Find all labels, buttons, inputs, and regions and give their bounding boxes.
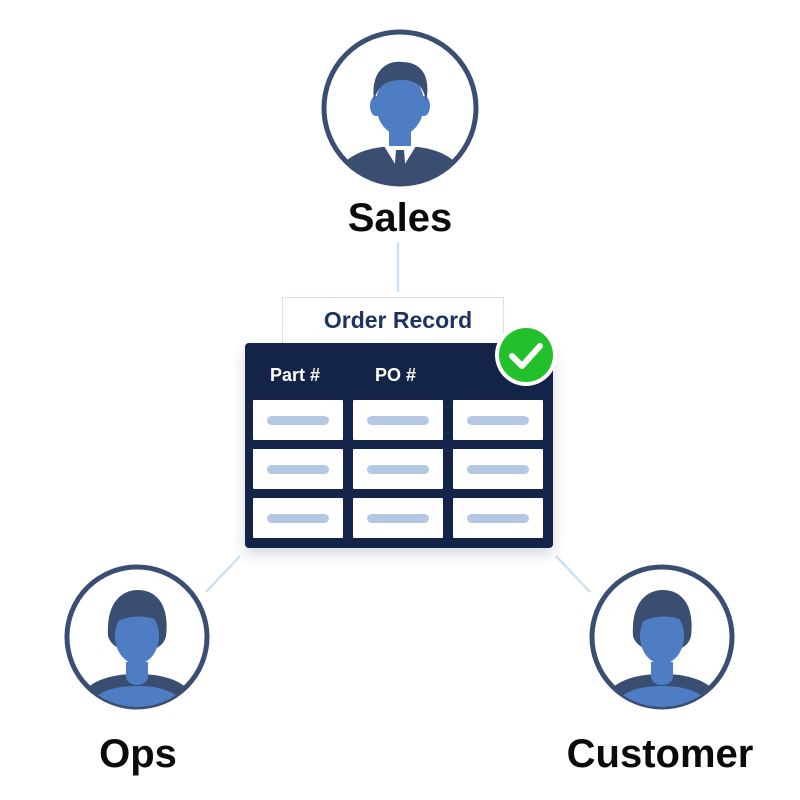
check-circle-icon	[495, 324, 557, 386]
placeholder-bar	[467, 416, 529, 425]
placeholder-bar	[467, 465, 529, 474]
placeholder-bar	[267, 465, 329, 474]
order-record-table: Part # PO #	[245, 343, 553, 548]
placeholder-bar	[267, 514, 329, 523]
table-cell	[253, 449, 343, 489]
table-cell	[353, 498, 443, 538]
placeholder-bar	[467, 514, 529, 523]
customer-label: Customer	[566, 732, 754, 776]
sales-label: Sales	[347, 196, 453, 240]
column-header-part-number: Part #	[270, 365, 321, 385]
placeholder-bar	[367, 416, 429, 425]
table-cell	[453, 449, 543, 489]
table-cell	[253, 400, 343, 440]
ops-label: Ops	[99, 732, 177, 776]
placeholder-bar	[367, 465, 429, 474]
connector-record-customer	[555, 555, 591, 593]
table-cell	[453, 400, 543, 440]
table-cell	[353, 400, 443, 440]
placeholder-bar	[267, 416, 329, 425]
ops-person-icon	[64, 564, 210, 710]
column-header-po-number: PO #	[375, 365, 417, 385]
table-cell	[253, 498, 343, 538]
table-cell	[353, 449, 443, 489]
table-cell	[453, 498, 543, 538]
placeholder-bar	[367, 514, 429, 523]
sales-person-icon	[321, 29, 479, 187]
customer-person-icon	[589, 564, 735, 710]
order-record-title: Order Record	[282, 297, 504, 343]
connector-record-ops	[205, 555, 241, 593]
